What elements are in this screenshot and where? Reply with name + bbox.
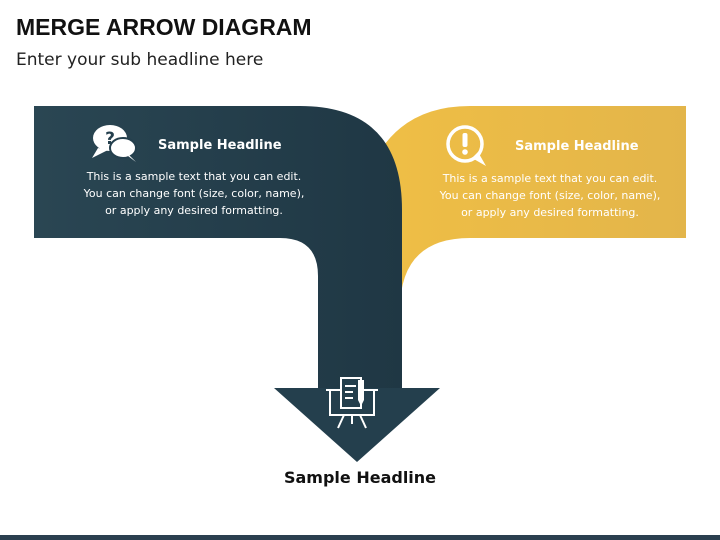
svg-text:?: ? xyxy=(105,129,115,149)
footer-bar xyxy=(0,535,720,540)
dark-merge-band xyxy=(34,106,402,388)
right-panel-headline: Sample Headline xyxy=(515,139,639,154)
right-panel-text-line: This is a sample text that you can edit. xyxy=(442,172,658,185)
yellow-merge-band xyxy=(354,106,686,310)
page-title: MERGE ARROW DIAGRAM xyxy=(16,14,312,40)
exclamation-bubble-icon xyxy=(446,125,486,166)
left-panel-text: This is a sample text that you can edit.… xyxy=(64,168,324,219)
arrow-headline: Sample Headline xyxy=(283,468,437,487)
page-subtitle: Enter your sub headline here xyxy=(16,50,264,70)
presentation-board-icon xyxy=(326,377,378,429)
left-panel-text-line: or apply any desired formatting. xyxy=(105,204,283,217)
left-panel-text-line: You can change font (size, color, name), xyxy=(83,187,305,200)
right-panel-text-line: You can change font (size, color, name), xyxy=(439,189,661,202)
left-panel-headline: Sample Headline xyxy=(158,138,282,153)
left-panel-text-line: This is a sample text that you can edit. xyxy=(86,170,302,183)
right-panel-text-line: or apply any desired formatting. xyxy=(461,206,639,219)
right-panel-text: This is a sample text that you can edit.… xyxy=(420,170,680,221)
speech-bubbles-question-icon: ? xyxy=(92,125,137,162)
arrow-head xyxy=(274,388,440,462)
